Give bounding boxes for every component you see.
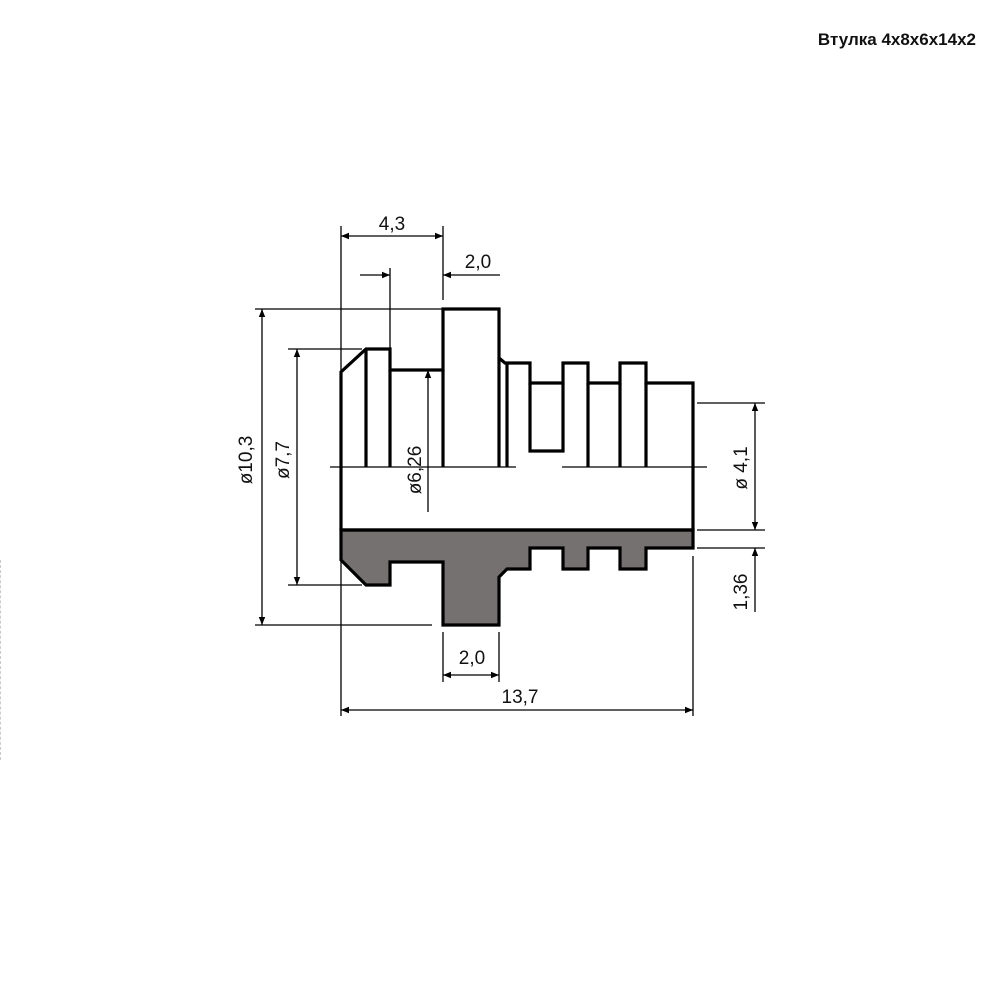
dim-bottom-flange: 2,0	[459, 648, 485, 669]
dim-total-length: 13,7	[502, 687, 539, 708]
part-outline	[339, 307, 695, 532]
dim-wall: 1,36	[731, 574, 752, 611]
dim-dia-neck: ø6,26	[405, 446, 426, 495]
part-title: Втулка 4x8x6x14x2	[817, 30, 976, 49]
dim-dia-chamfer: ø7,7	[273, 441, 294, 479]
extension-lines	[255, 226, 765, 716]
edge-dashed-line	[0, 560, 1, 760]
dim-dia-outer: ø10,3	[236, 436, 257, 485]
dim-top-flange: 2,0	[465, 252, 491, 273]
section-fill	[339, 528, 695, 627]
dimension-lines	[258, 232, 759, 714]
inner-lines	[330, 349, 707, 468]
dim-dia-bore: ø 4,1	[731, 446, 752, 489]
dim-top-length: 4,3	[379, 214, 405, 235]
